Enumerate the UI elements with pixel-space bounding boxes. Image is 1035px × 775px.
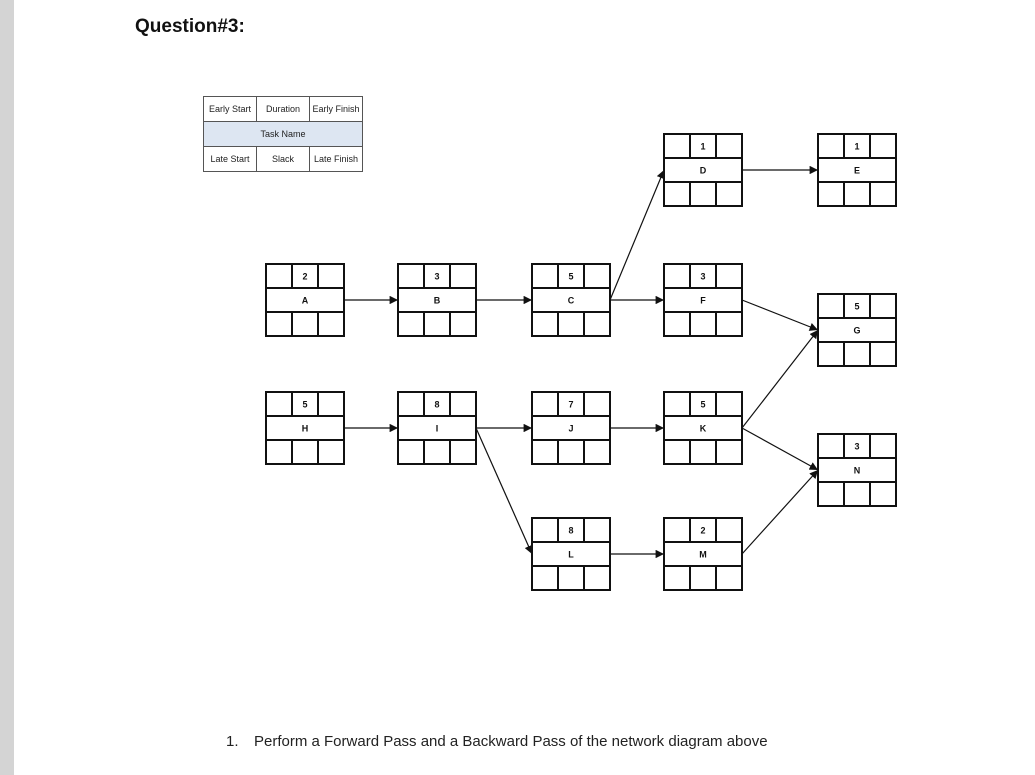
- node-duration: 3: [434, 272, 439, 282]
- legend-early-finish: Early Finish: [309, 96, 363, 122]
- node-duration: 5: [854, 302, 859, 312]
- node-task-name: G: [853, 326, 860, 336]
- node-duration: 5: [700, 400, 705, 410]
- node-outline: [531, 263, 611, 337]
- task-node-n: 3N: [817, 433, 897, 507]
- node-outline: [265, 391, 345, 465]
- node-duration: 8: [568, 526, 573, 536]
- document-page: Question#3: Early Start Duration Early F…: [14, 0, 1035, 775]
- node-task-name: I: [436, 424, 439, 434]
- node-outline: [531, 517, 611, 591]
- task-node-l: 8L: [531, 517, 611, 591]
- dependency-arrow-i-l: [475, 427, 533, 555]
- task-node-i: 8I: [397, 391, 477, 465]
- task-node-a: 2A: [265, 263, 345, 337]
- node-outline: [265, 263, 345, 337]
- task-node-j: 7J: [531, 391, 611, 465]
- node-task-name: C: [568, 296, 575, 306]
- task-node-d: 1D: [663, 133, 743, 207]
- task-node-e: 1E: [817, 133, 897, 207]
- node-task-name: F: [700, 296, 706, 306]
- question-item: 1. Perform a Forward Pass and a Backward …: [226, 733, 768, 750]
- legend-late-finish: Late Finish: [309, 146, 363, 172]
- node-duration: 1: [854, 142, 859, 152]
- node-task-name: N: [854, 466, 861, 476]
- dependency-arrow-k-n: [741, 427, 819, 471]
- node-duration: 3: [700, 272, 705, 282]
- legend-task-name: Task Name: [203, 121, 363, 147]
- node-outline: [531, 391, 611, 465]
- node-outline: [663, 263, 743, 337]
- node-outline: [397, 391, 477, 465]
- node-task-name: D: [700, 166, 707, 176]
- node-outline: [817, 293, 897, 367]
- node-outline: [817, 133, 897, 207]
- question-text: Perform a Forward Pass and a Backward Pa…: [254, 733, 768, 750]
- node-duration: 2: [302, 272, 307, 282]
- node-legend: Early Start Duration Early Finish Task N…: [203, 96, 363, 172]
- node-task-name: K: [700, 424, 707, 434]
- question-number: 1.: [226, 733, 239, 750]
- node-outline: [663, 133, 743, 207]
- node-task-name: L: [568, 550, 574, 560]
- node-task-name: H: [302, 424, 309, 434]
- dependency-arrow-k-g: [741, 329, 819, 429]
- legend-duration: Duration: [256, 96, 310, 122]
- task-node-f: 3F: [663, 263, 743, 337]
- node-outline: [663, 517, 743, 591]
- legend-late-start: Late Start: [203, 146, 257, 172]
- node-duration: 5: [302, 400, 307, 410]
- node-task-name: A: [302, 296, 309, 306]
- task-node-k: 5K: [663, 391, 743, 465]
- task-node-b: 3B: [397, 263, 477, 337]
- dependency-arrow-m-n: [741, 469, 819, 555]
- question-title: Question#3:: [135, 16, 245, 37]
- dependency-arrow-f-g: [741, 299, 819, 331]
- node-duration: 1: [700, 142, 705, 152]
- task-node-c: 5C: [531, 263, 611, 337]
- task-node-g: 5G: [817, 293, 897, 367]
- node-task-name: M: [699, 550, 707, 560]
- node-duration: 3: [854, 442, 859, 452]
- node-task-name: J: [568, 424, 573, 434]
- task-node-m: 2M: [663, 517, 743, 591]
- node-outline: [817, 433, 897, 507]
- node-task-name: B: [434, 296, 441, 306]
- legend-slack: Slack: [256, 146, 310, 172]
- node-outline: [663, 391, 743, 465]
- node-duration: 5: [568, 272, 573, 282]
- dependency-arrow-c-d: [609, 169, 665, 301]
- node-duration: 8: [434, 400, 439, 410]
- task-node-h: 5H: [265, 391, 345, 465]
- node-outline: [397, 263, 477, 337]
- node-duration: 7: [568, 400, 573, 410]
- node-task-name: E: [854, 166, 860, 176]
- node-duration: 2: [700, 526, 705, 536]
